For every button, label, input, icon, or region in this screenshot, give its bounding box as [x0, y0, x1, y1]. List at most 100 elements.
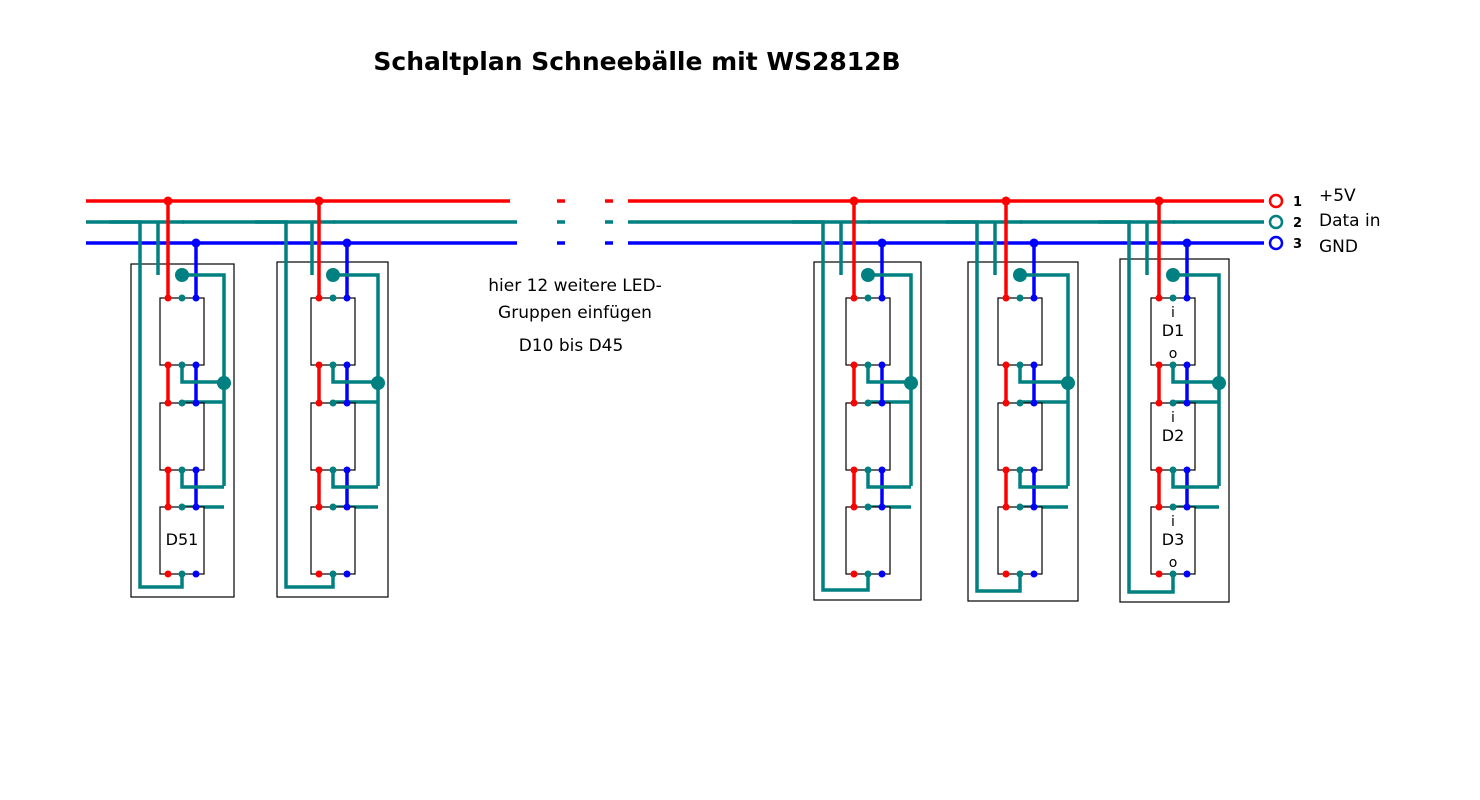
connector-block: 1 2 3 +5V Data in GND	[1268, 186, 1381, 257]
led-pin-icon	[864, 570, 872, 578]
data-in-mark: i	[1171, 410, 1175, 426]
led-box	[159, 506, 205, 575]
led-box	[310, 297, 356, 366]
led-pin-icon	[315, 570, 323, 578]
terminal-1-icon	[1268, 193, 1284, 209]
led-label: D2	[1162, 426, 1185, 445]
led-pin-icon	[1169, 503, 1177, 511]
led-pin-icon	[850, 570, 858, 578]
led-pin-icon	[315, 294, 323, 302]
ground-junction-icon	[877, 238, 887, 248]
data-link	[1171, 470, 1219, 489]
led-pin-icon	[878, 294, 886, 302]
led-pin-icon	[178, 399, 186, 407]
data-junction-icon	[326, 268, 340, 282]
data-link	[331, 365, 378, 384]
led-pin-icon	[315, 399, 323, 407]
led-pin-icon	[192, 399, 200, 407]
data-out-mark: o	[1169, 346, 1178, 362]
led-pin-icon	[864, 503, 872, 511]
led-pin-icon	[329, 294, 337, 302]
led-pin-icon	[1030, 570, 1038, 578]
led-pin-icon	[1002, 503, 1010, 511]
led-box	[1150, 402, 1196, 471]
note-line-2: Gruppen einfügen	[498, 303, 652, 323]
led-box	[845, 506, 891, 575]
led-box	[159, 297, 205, 366]
data-junction-icon	[1166, 268, 1180, 282]
data-link	[180, 470, 224, 489]
led-pin-icon	[329, 503, 337, 511]
ground-junction-icon	[342, 238, 352, 248]
pin-number: 3	[1293, 237, 1302, 252]
group-frame	[276, 261, 389, 598]
data-link	[180, 365, 224, 384]
led-pin-icon	[1183, 294, 1191, 302]
power-junction-icon	[1154, 196, 1164, 206]
terminal-2-icon	[1268, 214, 1284, 230]
data-link	[866, 365, 911, 384]
led-pin-icon	[192, 570, 200, 578]
data-junction-icon	[861, 268, 875, 282]
data-return-line	[1098, 220, 1175, 594]
led-pin-icon	[1183, 399, 1191, 407]
supply-bus	[86, 198, 1264, 246]
ground-junction-icon	[191, 238, 201, 248]
data-link	[1018, 365, 1068, 384]
led-pin-icon	[164, 570, 172, 578]
led-pin-icon	[1030, 503, 1038, 511]
group-left-2	[255, 196, 389, 598]
data-return-line	[255, 220, 335, 589]
led-pin-icon	[1169, 399, 1177, 407]
group-frame	[130, 263, 235, 598]
led-pin-icon	[1155, 294, 1163, 302]
data-link	[1018, 470, 1068, 489]
data-rail	[1173, 273, 1221, 486]
power-junction-icon	[849, 196, 859, 206]
power-junction-icon	[1001, 196, 1011, 206]
led-box	[845, 402, 891, 471]
pin-number: 1	[1293, 195, 1302, 210]
led-box	[845, 297, 891, 366]
data-link	[331, 470, 378, 489]
data-link	[1171, 365, 1219, 384]
led-pin-icon	[178, 570, 186, 578]
led-pin-icon	[178, 503, 186, 511]
led-pin-icon	[878, 570, 886, 578]
led-pin-icon	[343, 294, 351, 302]
group-right-1	[792, 196, 922, 601]
data-junction-icon	[175, 268, 189, 282]
led-label: D1	[1162, 321, 1185, 340]
led-box	[997, 297, 1043, 366]
data-in-mark: i	[1171, 305, 1175, 321]
led-label: D51	[166, 530, 199, 549]
pin-label: Data in	[1319, 211, 1381, 231]
led-pin-icon	[1030, 399, 1038, 407]
led-pin-icon	[1030, 294, 1038, 302]
led-pin-icon	[164, 399, 172, 407]
led-pin-icon	[1002, 294, 1010, 302]
group-frame	[967, 261, 1079, 602]
pin-label: GND	[1319, 237, 1358, 257]
group-frame	[1119, 258, 1230, 603]
data-rail	[1020, 273, 1070, 486]
insertion-note: hier 12 weitere LED- Gruppen einfügen D1…	[488, 276, 662, 356]
led-pin-icon	[1016, 503, 1024, 511]
led-pin-icon	[178, 294, 186, 302]
led-pin-icon	[878, 399, 886, 407]
data-junction-icon	[1013, 268, 1027, 282]
led-pin-icon	[1016, 570, 1024, 578]
data-out-mark: o	[1169, 555, 1178, 571]
led-pin-icon	[192, 294, 200, 302]
led-pin-icon	[164, 503, 172, 511]
led-pin-icon	[1016, 399, 1024, 407]
group-right-2	[946, 196, 1079, 602]
led-pin-icon	[864, 294, 872, 302]
data-in-mark: i	[1171, 514, 1175, 530]
led-pin-icon	[1183, 503, 1191, 511]
power-junction-icon	[314, 196, 324, 206]
led-pin-icon	[850, 399, 858, 407]
led-pin-icon	[1169, 570, 1177, 578]
